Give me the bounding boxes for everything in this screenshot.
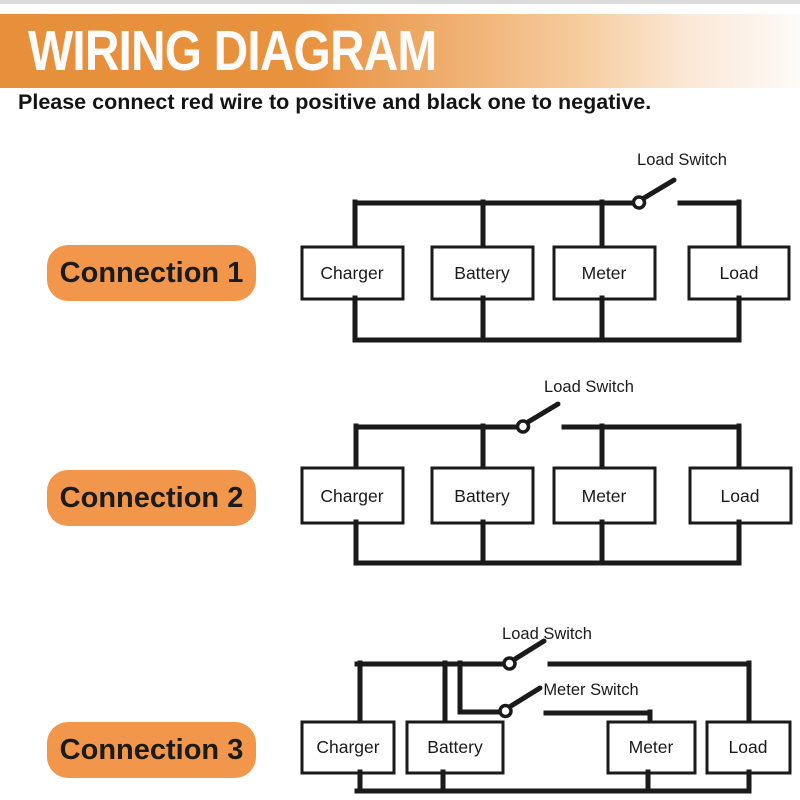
connection-1-badge: Connection 1 [47, 245, 256, 301]
c2-load-switch-lever [525, 401, 561, 425]
c3-battery-label: Battery [427, 737, 483, 757]
c3-meter-switch-lever [508, 685, 543, 709]
c1-load-switch-label: Load Switch [637, 151, 727, 169]
c2-meter-label: Meter [582, 486, 627, 506]
c1-charger-box [300, 245, 405, 301]
c3-meter-box [606, 720, 697, 775]
c1-battery-label: Battery [454, 263, 510, 283]
c2-battery-label: Battery [454, 486, 510, 506]
c3-load-box [705, 720, 792, 775]
top-divider [0, 0, 800, 4]
c2-load-switch-pivot-icon [515, 419, 531, 434]
connection-2-circuit: Load Switch Charger Battery Meter Load [300, 378, 793, 566]
c3-meter-label: Meter [629, 737, 674, 757]
c3-meter-switch-label: Meter Switch [543, 681, 638, 699]
header-banner: WIRING DIAGRAM [0, 14, 800, 88]
c3-load-switch-pivot-icon [502, 656, 517, 671]
c3-load-switch-label: Load Switch [502, 625, 592, 643]
c2-load-switch-label: Load Switch [544, 378, 634, 396]
c1-meter-box [552, 245, 657, 301]
c3-load-label: Load [729, 737, 768, 757]
c3-battery-box [405, 720, 505, 775]
c1-charger-label: Charger [320, 263, 383, 283]
c2-load-box [688, 466, 793, 525]
connection-1-circuit: Load Switch Charger Battery Meter Load [300, 151, 791, 343]
c1-load-label: Load [720, 263, 759, 283]
c3-meter-switch-pivot-icon [498, 703, 513, 719]
page-title: WIRING DIAGRAM [28, 19, 437, 83]
connection-3-badge: Connection 3 [47, 722, 256, 778]
c1-battery-box [430, 245, 535, 301]
connection-2-badge: Connection 2 [47, 470, 256, 526]
c3-charger-label: Charger [316, 737, 379, 757]
c2-load-label: Load [721, 486, 760, 506]
c1-meter-label: Meter [582, 263, 627, 283]
connection-3-circuit: Load Switch Meter Switch Charger Battery… [300, 625, 792, 794]
polarity-note: Please connect red wire to positive and … [18, 90, 652, 114]
c2-charger-label: Charger [320, 486, 383, 506]
c1-load-switch-lever [641, 177, 677, 201]
c1-load-switch-pivot-icon [631, 195, 647, 210]
c3-load-switch-lever [512, 638, 547, 662]
c3-charger-box [300, 720, 396, 775]
c2-charger-box [300, 466, 405, 525]
